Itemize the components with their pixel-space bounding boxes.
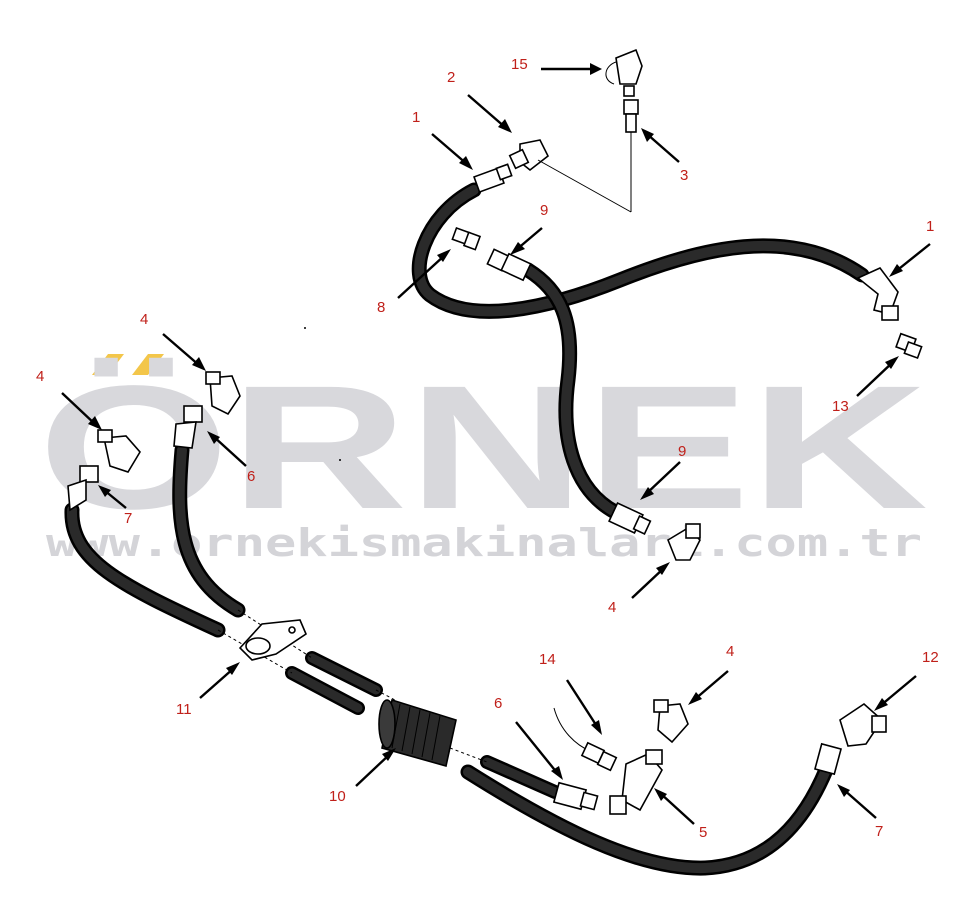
callout-13: 13 bbox=[832, 398, 849, 415]
sensor-part-14 bbox=[580, 741, 618, 772]
arrow-3 bbox=[641, 128, 680, 163]
arrow-5 bbox=[654, 788, 695, 825]
callout-6a: 6 bbox=[247, 468, 255, 485]
arrow-10 bbox=[355, 748, 396, 787]
callout-9b: 9 bbox=[678, 443, 686, 460]
left-hose-b bbox=[172, 442, 246, 618]
upper-long-hose bbox=[411, 182, 870, 319]
callout-6b: 6 bbox=[494, 695, 502, 712]
stray-dot bbox=[304, 327, 306, 329]
elbow-part-4-lower bbox=[653, 699, 689, 744]
elbow-part-12 bbox=[839, 702, 887, 747]
arrow-12 bbox=[874, 675, 917, 711]
elbow-fitting-part-1-right bbox=[856, 267, 899, 321]
upper-vertical-hose bbox=[520, 262, 623, 520]
watermark-accent-right bbox=[132, 354, 164, 375]
arrow-2 bbox=[467, 94, 512, 133]
hose-fitting-part-6-left bbox=[173, 405, 203, 449]
callout-arrows bbox=[61, 63, 931, 825]
arrow-9b bbox=[640, 461, 681, 500]
watermark: ÖRNEK www.ornekismakinalari.com.tr bbox=[38, 350, 928, 565]
hose-fitting-part-9-upper bbox=[486, 248, 532, 282]
arrow-7b bbox=[837, 784, 877, 819]
arrow-7a bbox=[98, 485, 127, 509]
callout-4c: 4 bbox=[608, 599, 616, 616]
callout-3: 3 bbox=[680, 167, 688, 184]
arrow-15 bbox=[541, 63, 602, 75]
callout-4b: 4 bbox=[140, 311, 148, 328]
watermark-accent-left bbox=[92, 354, 124, 375]
stray-dot bbox=[339, 459, 341, 461]
callout-4a: 4 bbox=[36, 368, 44, 385]
callout-15: 15 bbox=[511, 56, 528, 73]
hose-fitting-part-7-right bbox=[813, 742, 843, 776]
arrow-13 bbox=[856, 356, 899, 397]
arrow-4c bbox=[631, 562, 670, 599]
hose-fitting-part-7-left bbox=[67, 465, 99, 512]
arrow-1a bbox=[431, 133, 473, 170]
arrow-14 bbox=[565, 679, 602, 735]
callout-2: 2 bbox=[447, 69, 455, 86]
callout-labels: 1 2 15 3 9 8 1 13 4 4 6 7 9 4 11 14 4 12… bbox=[36, 56, 939, 841]
callout-11: 11 bbox=[176, 701, 192, 718]
arrow-4a bbox=[61, 392, 102, 430]
callout-1b: 1 bbox=[926, 218, 934, 235]
arrow-4b bbox=[162, 333, 206, 371]
dust-cap-part-15 bbox=[605, 48, 643, 97]
arrow-4d bbox=[688, 670, 729, 705]
left-hose-a bbox=[64, 502, 226, 638]
callout-4d: 4 bbox=[726, 643, 734, 660]
arrow-9a bbox=[510, 227, 543, 255]
arrow-1b bbox=[889, 243, 931, 277]
arrow-6a bbox=[207, 431, 247, 467]
watermark-brand: ÖRNEK bbox=[38, 350, 928, 546]
callout-9a: 9 bbox=[540, 202, 548, 219]
callout-10: 10 bbox=[329, 788, 346, 805]
hose-fitting-part-1-left bbox=[473, 163, 513, 193]
elbow-part-4-left-upper bbox=[205, 371, 241, 416]
callout-8: 8 bbox=[377, 299, 385, 316]
callout-7a: 7 bbox=[124, 510, 132, 527]
callout-7b: 7 bbox=[875, 823, 883, 840]
adapter-part-8 bbox=[451, 226, 482, 251]
adapter-part-13 bbox=[895, 332, 923, 360]
elbow-part-4-left bbox=[97, 429, 141, 473]
callout-14: 14 bbox=[539, 651, 556, 668]
callout-5: 5 bbox=[699, 824, 707, 841]
callout-1a: 1 bbox=[412, 109, 420, 126]
arrow-11 bbox=[199, 662, 240, 699]
middle-hose-segments bbox=[285, 651, 562, 799]
hose-clamp-part-11 bbox=[238, 619, 307, 661]
elbow-part-4-upper bbox=[667, 523, 701, 561]
tee-adapter-part-2 bbox=[508, 139, 632, 213]
bottom-long-hose bbox=[460, 762, 834, 876]
hose-fitting-part-9-lower bbox=[608, 501, 652, 535]
arrow-6b bbox=[515, 721, 563, 780]
test-port-part-3 bbox=[623, 99, 639, 212]
hose-fitting-part-6-lower bbox=[552, 781, 599, 811]
spiral-guard-part-10 bbox=[378, 698, 457, 768]
callout-12: 12 bbox=[922, 649, 939, 666]
arrow-8 bbox=[397, 249, 451, 299]
